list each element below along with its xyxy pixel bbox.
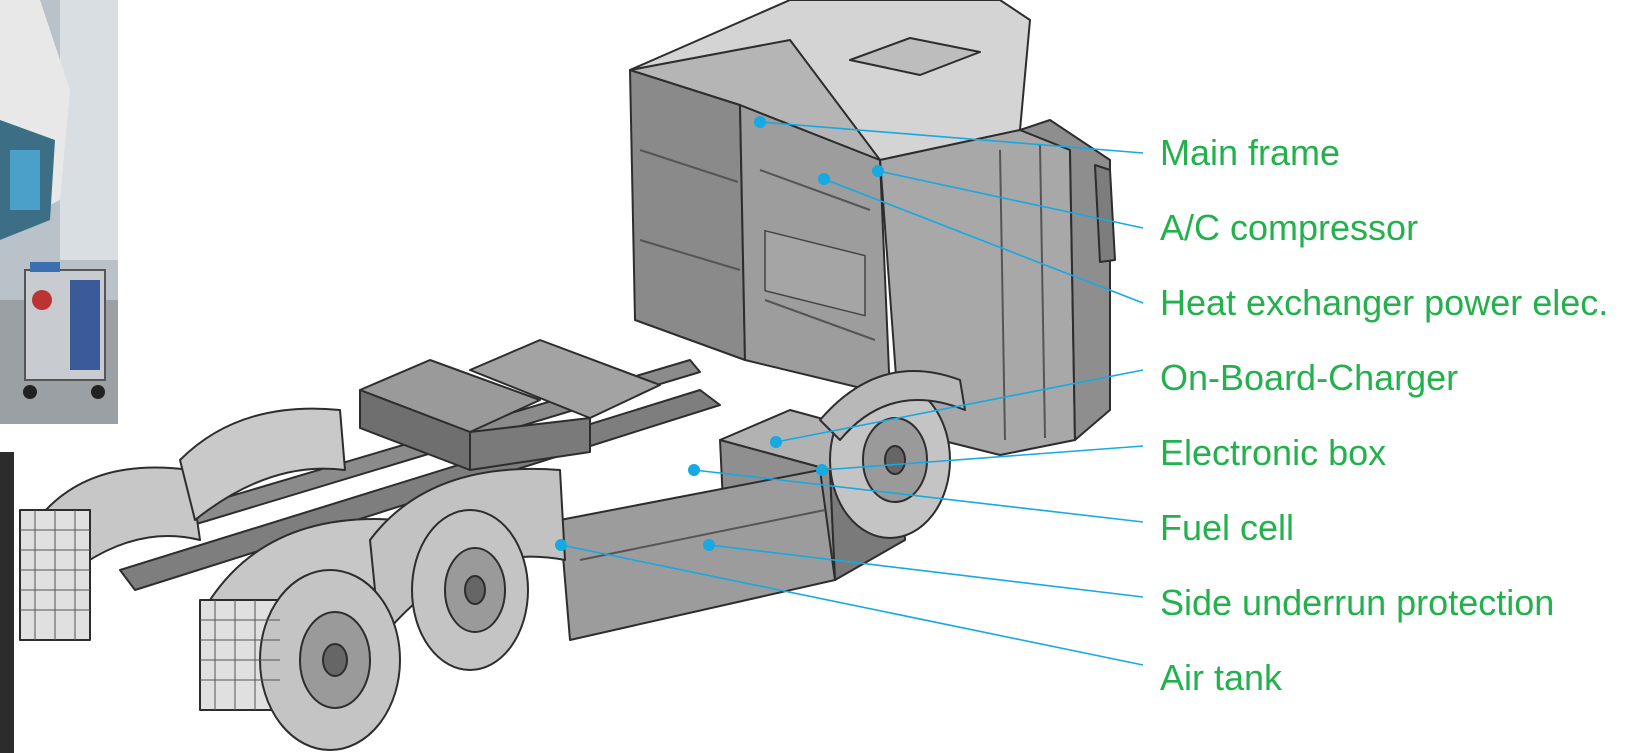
label-on-board-charger: On-Board-Charger bbox=[1160, 357, 1459, 398]
front-fender bbox=[819, 370, 966, 441]
dot-electronic-box bbox=[816, 464, 828, 476]
dot-side-underrun bbox=[703, 539, 715, 551]
dot-heat-exchanger bbox=[818, 173, 830, 185]
label-ac-compressor: A/C compressor bbox=[1160, 207, 1419, 248]
dot-main-frame bbox=[754, 116, 766, 128]
leader-electronic-box bbox=[821, 445, 1144, 471]
leader-air-tank bbox=[560, 544, 1144, 666]
mud-flap-mesh bbox=[20, 510, 280, 710]
label-air-tank: Air tank bbox=[1160, 657, 1283, 698]
leader-line-group bbox=[560, 121, 1144, 666]
roof-hatch bbox=[849, 37, 981, 76]
leader-dots bbox=[555, 116, 884, 551]
workshop-photo bbox=[0, 0, 118, 424]
rear-fender-4 bbox=[179, 407, 346, 521]
dot-fuel-cell bbox=[688, 464, 700, 476]
dot-on-board-charger bbox=[770, 436, 782, 448]
dot-air-tank bbox=[555, 539, 567, 551]
leader-fuel-cell bbox=[693, 469, 1144, 523]
battery-box-2 bbox=[469, 339, 661, 419]
label-side-underrun: Side underrun protection bbox=[1160, 582, 1555, 623]
truck-photo bbox=[0, 452, 14, 753]
label-heat-exchanger: Heat exchanger power elec. bbox=[1160, 282, 1609, 323]
cab-front bbox=[1019, 119, 1111, 441]
label-main-frame: Main frame bbox=[1160, 132, 1341, 173]
label-electronic-box: Electronic box bbox=[1160, 432, 1387, 473]
wheel-rear-1 bbox=[259, 569, 401, 751]
mirror bbox=[1094, 164, 1116, 263]
leader-main-frame bbox=[759, 121, 1144, 154]
leader-ac-compressor bbox=[877, 170, 1144, 229]
dot-ac-compressor bbox=[872, 165, 884, 177]
leader-heat-exchanger bbox=[823, 178, 1144, 304]
leader-side-underrun bbox=[708, 544, 1144, 598]
rear-box-top bbox=[629, 39, 881, 161]
leader-on-board-charger bbox=[775, 369, 1144, 443]
wheel-rear-2 bbox=[411, 509, 529, 671]
label-fuel-cell: Fuel cell bbox=[1160, 507, 1295, 548]
side-underrun-panel bbox=[559, 469, 836, 641]
